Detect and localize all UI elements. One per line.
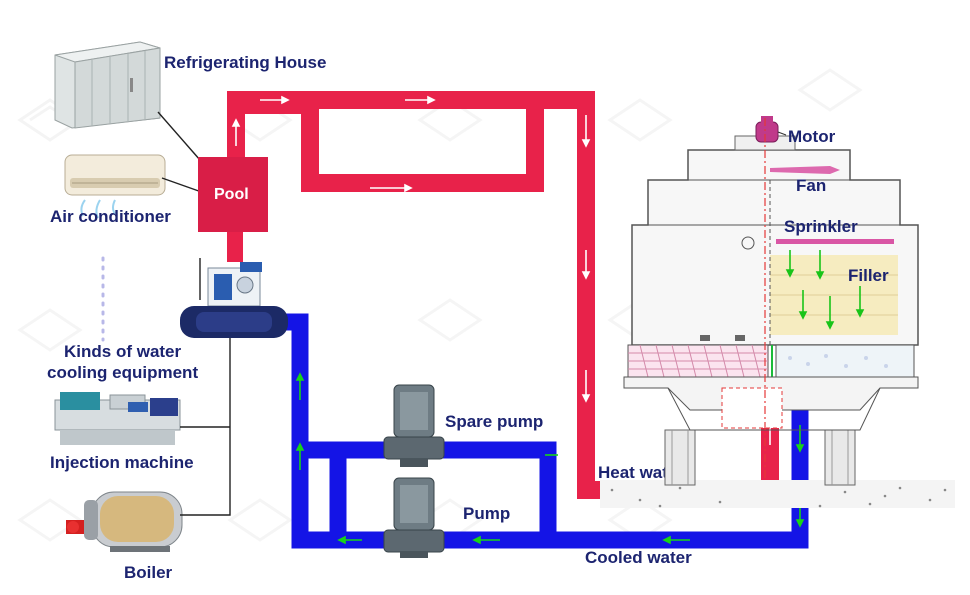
boiler-label: Boiler bbox=[124, 563, 173, 582]
pump-image bbox=[383, 477, 445, 558]
fan-label: Fan bbox=[796, 176, 826, 195]
spare-pump-image bbox=[383, 384, 445, 467]
air-conditioner-label: Air conditioner bbox=[50, 207, 171, 226]
pump-label: Pump bbox=[463, 504, 510, 523]
refrigerating-house-image bbox=[54, 41, 161, 129]
spare-pump-label: Spare pump bbox=[445, 412, 543, 431]
filler-label: Filler bbox=[848, 266, 889, 285]
cooling-tower bbox=[600, 116, 955, 508]
flow-arrows bbox=[231, 95, 775, 495]
injection-machine-image bbox=[54, 392, 181, 445]
pool-label: Pool bbox=[214, 186, 249, 203]
air-conditioner-image bbox=[64, 154, 166, 219]
kinds-label-line1: Kinds of water bbox=[64, 342, 182, 361]
hot-water-pipes bbox=[227, 91, 779, 499]
sprinkler-label: Sprinkler bbox=[784, 217, 858, 236]
kinds-label-line2: cooling equipment bbox=[47, 363, 198, 382]
boiler-image bbox=[66, 491, 183, 552]
pool-outlet-pipe bbox=[227, 232, 243, 262]
motor-label: Motor bbox=[788, 127, 836, 146]
refrigerating-house-label: Refrigerating House bbox=[164, 53, 326, 72]
cooled-water-label: Cooled water bbox=[585, 548, 692, 567]
heat-water-label: Heat water bbox=[598, 463, 684, 482]
injection-machine-label: Injection machine bbox=[50, 453, 194, 472]
pool-tank bbox=[198, 157, 268, 232]
chiller-unit-image bbox=[180, 262, 288, 338]
